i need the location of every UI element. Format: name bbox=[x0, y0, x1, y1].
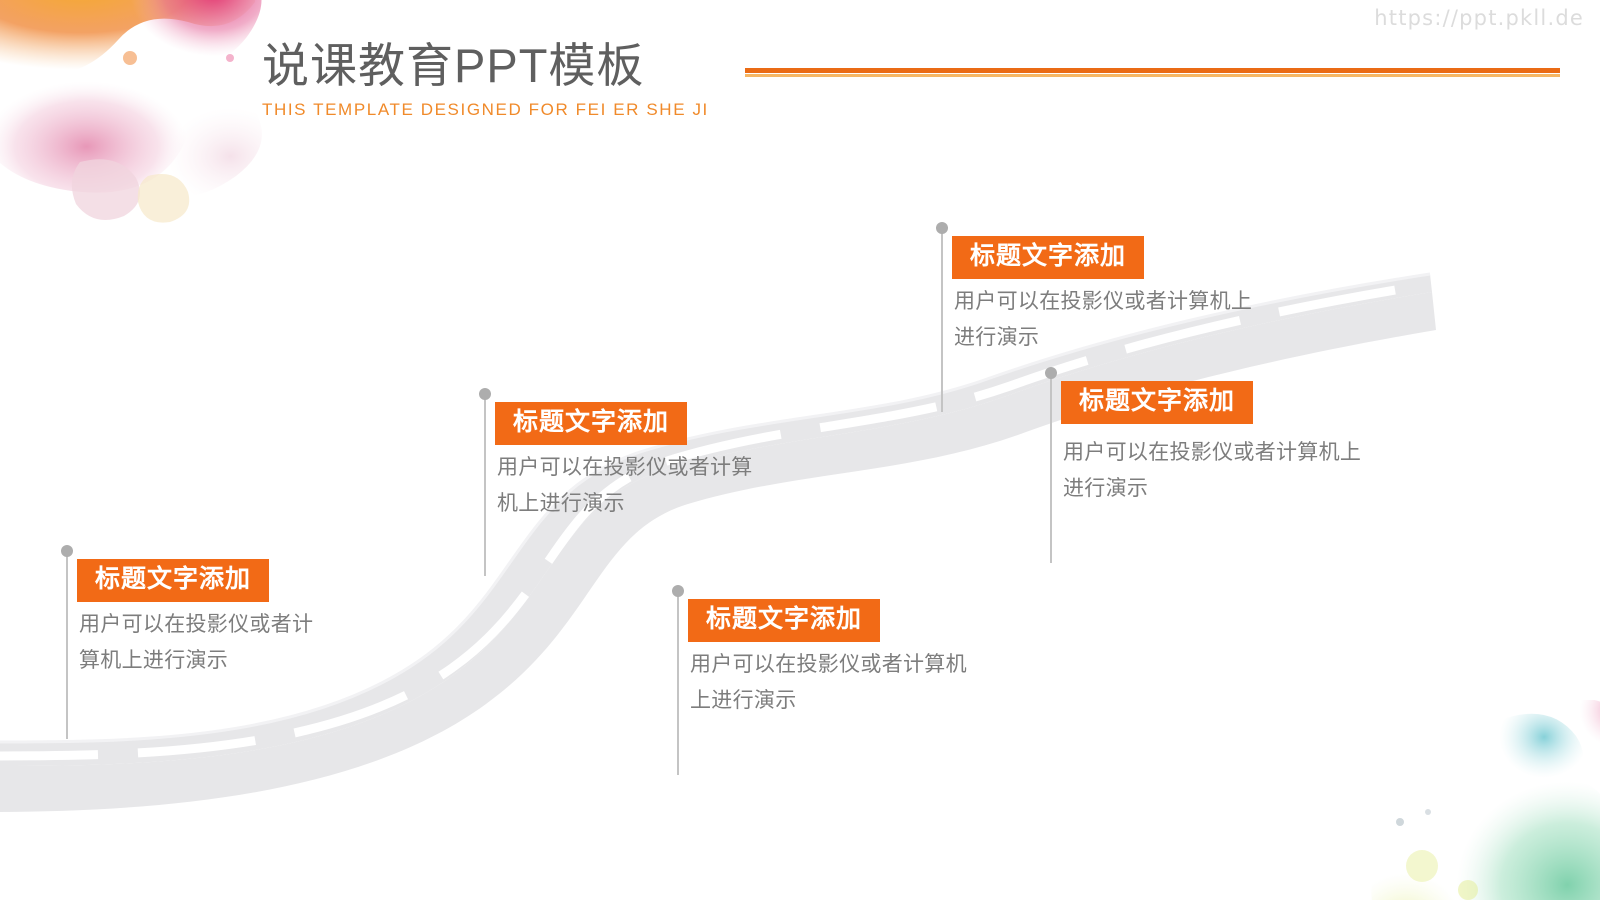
page-subtitle: THIS TEMPLATE DESIGNED FOR FEI ER SHE JI bbox=[262, 100, 709, 119]
block-title[interactable]: 标题文字添加 bbox=[77, 559, 270, 602]
connector-dot-icon bbox=[936, 222, 948, 234]
connector-line bbox=[484, 396, 486, 576]
divider-bar-thick bbox=[745, 68, 1560, 73]
connector-dot-icon bbox=[61, 545, 73, 557]
header-divider-rule bbox=[745, 68, 1560, 78]
block-title[interactable]: 标题文字添加 bbox=[688, 599, 881, 642]
connector-dot-icon bbox=[672, 585, 684, 597]
block-body-text: 用户可以在投影仪或者计算机上 进行演示 bbox=[1063, 441, 1362, 500]
road-surface bbox=[0, 274, 1436, 812]
connector-dot-icon bbox=[1045, 367, 1057, 379]
connector-line bbox=[677, 593, 679, 775]
slide-header: 说课教育PPT模板 THIS TEMPLATE DESIGNED FOR FEI… bbox=[262, 36, 782, 120]
block-title[interactable]: 标题文字添加 bbox=[1061, 381, 1254, 424]
connector-line bbox=[941, 230, 943, 412]
block-body-text: 用户可以在投影仪或者计算 机上进行演示 bbox=[497, 456, 753, 515]
page-title: 说课教育PPT模板 bbox=[262, 39, 645, 92]
block-body-text: 用户可以在投影仪或者计算机上 进行演示 bbox=[954, 290, 1253, 349]
connector-line bbox=[66, 553, 68, 739]
road-center-dashes bbox=[0, 279, 1433, 761]
block-body-text: 用户可以在投影仪或者计算机 上进行演示 bbox=[690, 653, 967, 712]
connector-line bbox=[1050, 375, 1052, 563]
block-title[interactable]: 标题文字添加 bbox=[495, 402, 688, 445]
site-watermark: https://ppt.pkll.de bbox=[1374, 6, 1584, 30]
connector-dot-icon bbox=[479, 388, 491, 400]
block-body-text: 用户可以在投影仪或者计 算机上进行演示 bbox=[79, 613, 314, 672]
block-title[interactable]: 标题文字添加 bbox=[952, 236, 1145, 279]
divider-bar-thin bbox=[745, 74, 1560, 77]
